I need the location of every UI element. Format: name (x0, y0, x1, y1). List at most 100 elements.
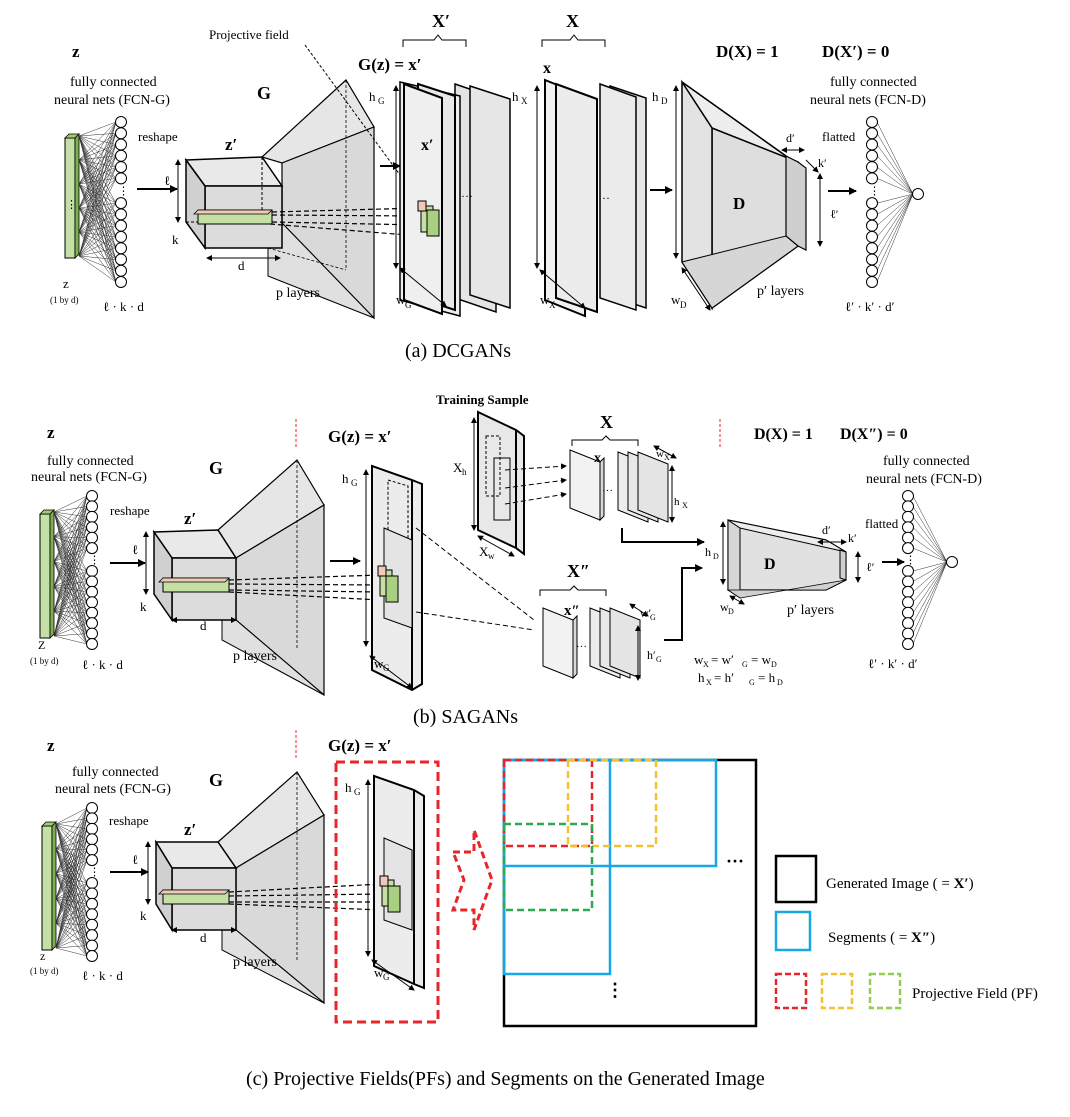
fcn-node (866, 253, 878, 266)
fcn-connection (53, 536, 88, 645)
stack-ellipsis: ··· (461, 189, 473, 203)
fcn-connection (876, 121, 914, 195)
dxpp0-label: D(X″) = 0 (840, 426, 908, 443)
svg-text:D: D (777, 678, 783, 687)
x-label: x (543, 60, 551, 77)
fcn-node (115, 208, 127, 221)
fcn-connection (53, 511, 88, 582)
fcn-connection (78, 135, 117, 204)
eq1-rest2: = w (751, 652, 772, 667)
fcn-connection (78, 202, 117, 209)
generator-label-b: G (209, 458, 223, 478)
x-brace-label: X (566, 11, 579, 31)
fcn-connection (55, 823, 88, 861)
fcn-connection (55, 898, 88, 957)
fcn-connection (55, 859, 88, 874)
fcn-node (86, 575, 98, 588)
fcn-connection (78, 135, 117, 283)
hG-sub-b: G (351, 478, 358, 488)
fcn-connection (78, 133, 117, 137)
fcn-g-nodes-b: ⋮ (53, 490, 100, 650)
fcn-connection (78, 121, 117, 185)
xw-label: X (479, 544, 489, 559)
fcn-connection (78, 183, 117, 271)
fcn-connection (78, 135, 117, 226)
xprime-brace-label: X′ (432, 11, 450, 31)
fcn-connection (53, 536, 88, 603)
fcn-connection (55, 839, 88, 874)
patch-ellipsis: ··· (602, 485, 613, 497)
generated-patch-stack: ··· x″ (542, 603, 641, 680)
fcn-connection (78, 155, 117, 233)
fcn-connection (53, 511, 88, 613)
fcn-connection (53, 527, 88, 562)
gz-label-b: G(z) = x′ (328, 427, 392, 446)
fcn-ellipsis: ⋮ (869, 186, 880, 198)
kprime-label-b: k′ (848, 531, 857, 545)
hpG-sub: G (656, 655, 662, 664)
fcn-output-node (912, 188, 924, 200)
dprime-label-b: d′ (822, 523, 831, 537)
fcn-connection (78, 231, 117, 271)
discriminator: D (681, 79, 807, 311)
fcn-node (902, 617, 914, 630)
fcn-connection (78, 231, 117, 238)
fcn-connection (53, 511, 88, 634)
fcn-connection (78, 133, 117, 209)
wD-label: w (671, 292, 681, 307)
fcn-node (86, 950, 98, 962)
fcn-connection (53, 511, 88, 645)
fcn-connection (55, 823, 88, 925)
hX-label: h (512, 89, 519, 104)
training-sample-image (477, 410, 525, 556)
fcn-connection (53, 511, 88, 549)
wG-sub-b: G (383, 663, 390, 673)
svg-text:G: G (749, 678, 755, 687)
lprime-label-b: ℓ′ (866, 560, 875, 574)
real-image-stack: ··· x (543, 60, 647, 318)
fcn-connection (78, 207, 117, 249)
fcn-connection (55, 807, 88, 825)
fcn-connection (912, 527, 948, 563)
one-by-d-label-c: (1 by d) (30, 966, 59, 976)
fcn-connection (53, 536, 88, 572)
fcn-connection (78, 202, 117, 233)
xprime-brace (402, 34, 467, 47)
fcn-node (86, 833, 98, 846)
hG-label-b: h (342, 471, 349, 486)
z-vector-b (39, 509, 55, 639)
fcn-d-nodes-b: ⋮ (902, 490, 958, 650)
lkd-label-c: ℓ · k · d (82, 968, 123, 983)
fcn-connection (78, 255, 117, 283)
fcn-connection (912, 547, 948, 563)
svg-text:X: X (706, 678, 712, 687)
discriminator-b: D (726, 519, 847, 599)
fcn-connection (55, 893, 88, 949)
fcn-node (866, 138, 878, 151)
fcn-ellipsis: ⋮ (89, 555, 100, 567)
fcn-connection (55, 924, 88, 949)
z-small-label-c: z (40, 949, 45, 963)
fcn-connection (876, 166, 914, 195)
fcn-connection (53, 511, 88, 572)
fcn-d-nodes: ⋮ (866, 116, 924, 288)
fcn-connection (78, 255, 117, 260)
fcn-node (866, 230, 878, 243)
fcn-connection (78, 121, 117, 209)
fcn-node (86, 843, 98, 856)
fcn-node (902, 565, 914, 578)
fcn-connection (53, 591, 88, 637)
k-label: k (172, 232, 179, 247)
svg-text:G: G (742, 660, 748, 669)
reshape-label-b: reshape (110, 503, 150, 518)
fcn-connection (55, 848, 88, 915)
fcn-connection (78, 159, 117, 215)
pf-green (502, 822, 594, 912)
fcn-connection (55, 923, 88, 957)
fcn-d-label-2: neural nets (FCN-D) (810, 93, 926, 108)
gz-label-c: G(z) = x′ (328, 736, 392, 755)
grid-ellipsis-v: ⋮ (606, 980, 624, 1000)
fcn-node (86, 521, 98, 534)
hX-sub: X (521, 96, 528, 106)
fcn-connection (55, 839, 88, 850)
